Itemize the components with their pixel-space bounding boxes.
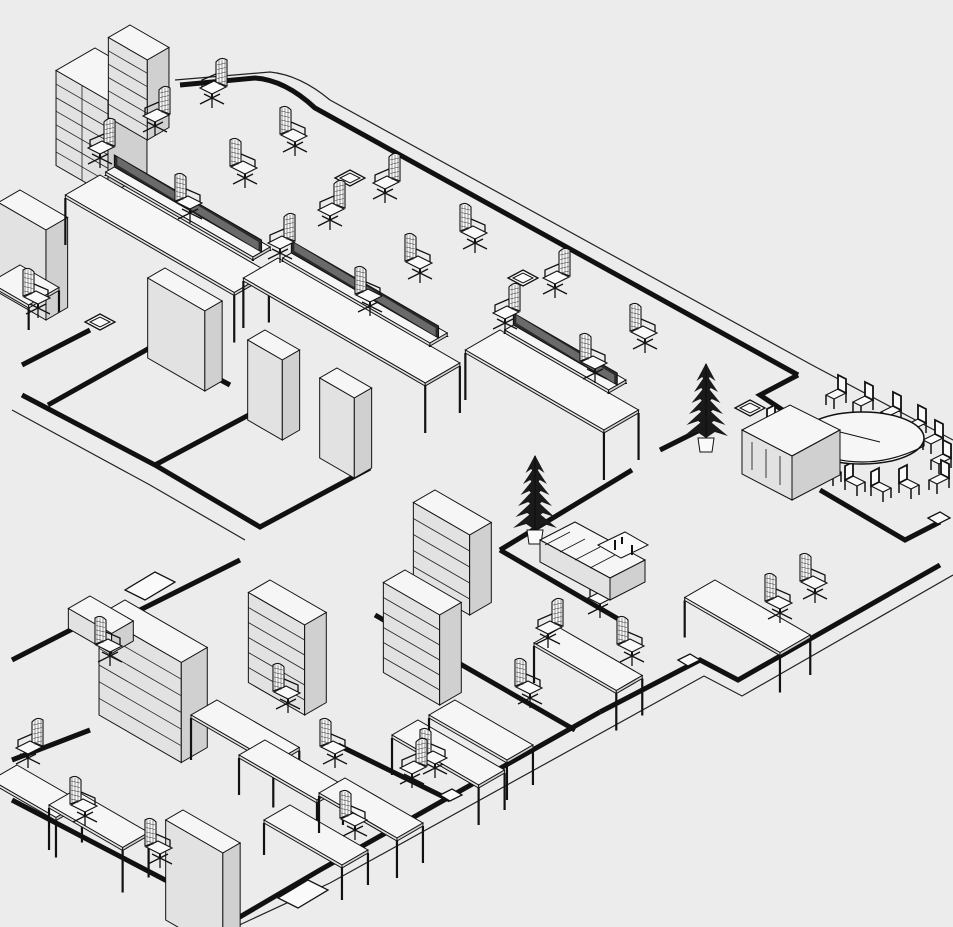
desk: [47, 789, 150, 893]
office-chair: [198, 57, 228, 108]
floor-vent: [123, 571, 177, 601]
desk: [262, 804, 370, 900]
meeting-desk: [683, 579, 812, 693]
wall-center-left: [138, 557, 242, 613]
meeting-room-right-wall: [818, 487, 942, 543]
conference-chair: [824, 373, 848, 409]
office-chair: [579, 332, 609, 383]
conference-chair: [897, 463, 921, 499]
office-chair: [69, 775, 99, 826]
office-chair: [94, 615, 124, 666]
conference-chair: [927, 458, 951, 494]
outer-wall-right: [598, 562, 942, 715]
conference-room: [740, 404, 925, 501]
office-chair: [144, 817, 174, 868]
plants: [513, 363, 728, 545]
office-chair: [319, 717, 349, 768]
office-chair: [514, 657, 544, 708]
floor-vent: [276, 879, 330, 909]
wardrobe-cabinet: [246, 329, 301, 441]
conference-chair: [843, 460, 867, 496]
bookcase: [107, 24, 170, 141]
conference-chair: [851, 380, 875, 416]
bookcase: [382, 569, 463, 706]
office-partition-2: [153, 405, 264, 468]
wall-left-upper: [20, 327, 92, 368]
desks: [0, 154, 812, 900]
office-chair: [272, 662, 302, 713]
plant-wall: [658, 427, 702, 453]
office-chair: [404, 232, 434, 283]
cabinets: [0, 24, 493, 927]
wall-left-middle-line: [11, 409, 246, 541]
office-chair: [22, 267, 52, 318]
wardrobe-cabinet: [164, 809, 242, 927]
conference-table-seam: [839, 431, 881, 443]
wall-left-bottom: [11, 727, 91, 763]
floor-vent: [733, 399, 767, 417]
chairs: [14, 57, 953, 868]
floor-outlet: [926, 511, 952, 525]
wall-lower-desks: [336, 742, 452, 803]
meeting-room-notch: [755, 372, 800, 418]
office-chair: [629, 302, 659, 353]
office-chair: [266, 212, 296, 263]
office-chair: [459, 202, 489, 253]
office-chair: [398, 737, 428, 788]
outer-wall-top: [179, 75, 800, 378]
office-chair: [339, 789, 369, 840]
outer-wall-top-line: [174, 71, 953, 441]
potted-plant: [684, 363, 728, 453]
desk: [532, 627, 644, 731]
workstation-desk: [242, 257, 461, 433]
office-chair: [86, 117, 116, 168]
desk: [427, 699, 535, 800]
office-chair: [141, 85, 171, 136]
floor-vent: [506, 269, 540, 287]
office-chair: [174, 172, 204, 223]
office-chair: [799, 552, 829, 603]
reception-desk: [538, 521, 650, 601]
office-chair: [534, 597, 564, 648]
workstation-desk: [464, 329, 640, 480]
office-chair: [371, 152, 401, 203]
conference-chair: [869, 466, 893, 502]
floor-outlet: [438, 788, 464, 802]
wardrobe-cabinet: [146, 267, 224, 392]
floor-vent: [83, 313, 117, 331]
office-chair: [354, 265, 384, 316]
office-chair: [229, 137, 259, 188]
office-chair: [279, 105, 309, 156]
wall-left-middle: [20, 392, 372, 530]
reception-wall: [498, 467, 634, 553]
floor-outlet: [676, 653, 702, 667]
outer-wall-bottom: [10, 709, 602, 921]
potted-plant: [513, 455, 557, 545]
office-chair: [14, 717, 44, 768]
office-chair: [616, 615, 646, 666]
office-chair: [491, 282, 521, 333]
office-chair: [541, 247, 571, 298]
office-chair: [316, 179, 346, 230]
conference-chair: [929, 438, 953, 474]
office-chair: [764, 572, 794, 623]
wardrobe-cabinet: [318, 367, 373, 479]
